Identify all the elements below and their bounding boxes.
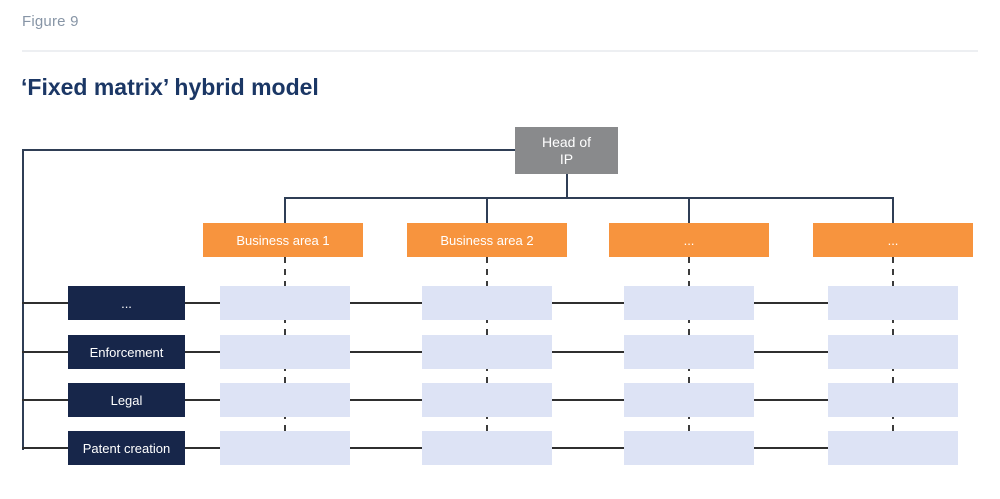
business-area-box: Business area 2: [407, 223, 567, 257]
matrix-cell: [220, 383, 350, 417]
matrix-cell: [422, 431, 552, 465]
business-area-bus-line: [284, 197, 894, 199]
matrix-cell: [624, 383, 754, 417]
matrix-cell: [828, 383, 958, 417]
left-spine-line: [22, 149, 24, 450]
matrix-cell: [624, 335, 754, 369]
matrix-cell: [422, 335, 552, 369]
business-area-box: ...: [609, 223, 769, 257]
function-box: Patent creation: [68, 431, 185, 465]
function-box: Legal: [68, 383, 185, 417]
figure-title: ‘Fixed matrix’ hybrid model: [21, 74, 319, 100]
matrix-cell: [220, 431, 350, 465]
matrix-cell: [828, 431, 958, 465]
function-box: Enforcement: [68, 335, 185, 369]
area-drop-line: [486, 198, 488, 224]
matrix-cell: [828, 335, 958, 369]
head-of-ip-box: Head of IP: [515, 127, 618, 174]
matrix-cell: [220, 335, 350, 369]
area-drop-line: [284, 198, 286, 224]
header-divider: [22, 50, 978, 52]
figure-label: Figure 9: [22, 13, 79, 30]
head-drop-line: [566, 172, 568, 199]
matrix-cell: [624, 286, 754, 320]
area-drop-line: [688, 198, 690, 224]
matrix-cell: [828, 286, 958, 320]
matrix-cell: [624, 431, 754, 465]
business-area-box: Business area 1: [203, 223, 363, 257]
matrix-cell: [422, 383, 552, 417]
business-area-box: ...: [813, 223, 973, 257]
matrix-cell: [220, 286, 350, 320]
matrix-cell: [422, 286, 552, 320]
function-box: ...: [68, 286, 185, 320]
top-left-connector-line: [22, 149, 517, 151]
area-drop-line: [892, 198, 894, 224]
